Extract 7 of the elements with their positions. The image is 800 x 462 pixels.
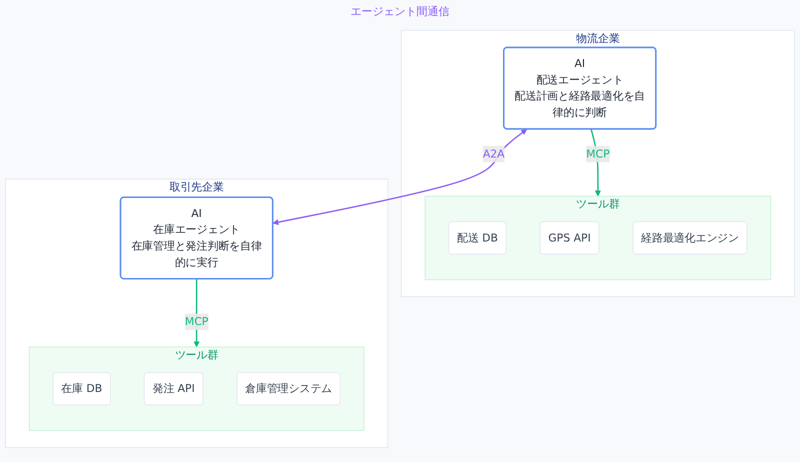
edge-label: MCP — [184, 315, 208, 328]
arrow — [194, 278, 200, 348]
arrow — [272, 129, 527, 226]
edge-label: MCP — [586, 147, 610, 160]
arrow — [590, 128, 601, 196]
note-text: エージェント間通信 — [350, 5, 450, 18]
edge-label: A2A — [482, 147, 505, 160]
